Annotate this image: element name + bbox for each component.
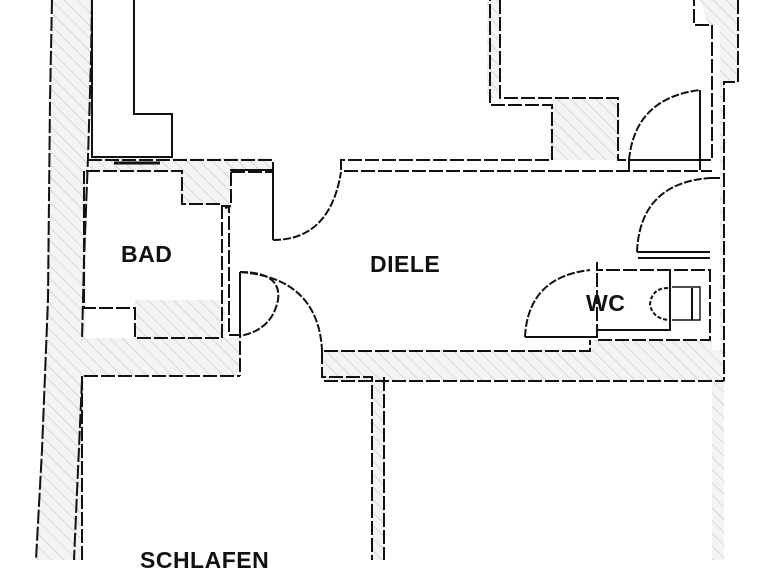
fixture-lines <box>230 159 720 335</box>
door-arc-right <box>636 177 711 253</box>
room-label-wc: WC <box>586 290 626 316</box>
door-arc-wc <box>524 269 591 338</box>
room-label-schlafen: SCHLAFEN <box>140 547 270 573</box>
room-label-diele: DIELE <box>370 251 441 277</box>
door-leaves <box>525 90 710 338</box>
door-arc-bad <box>239 271 280 337</box>
door-arc-top <box>272 171 342 241</box>
room-label-bad: BAD <box>121 241 173 267</box>
door-arc-schlafen <box>239 271 323 351</box>
wall-hatching <box>36 0 738 560</box>
toilet-bowl <box>648 287 669 321</box>
door-arc-upper-right <box>628 89 701 161</box>
floor-plan <box>35 0 739 560</box>
door-swings <box>239 89 711 351</box>
wall-lines <box>35 0 739 560</box>
